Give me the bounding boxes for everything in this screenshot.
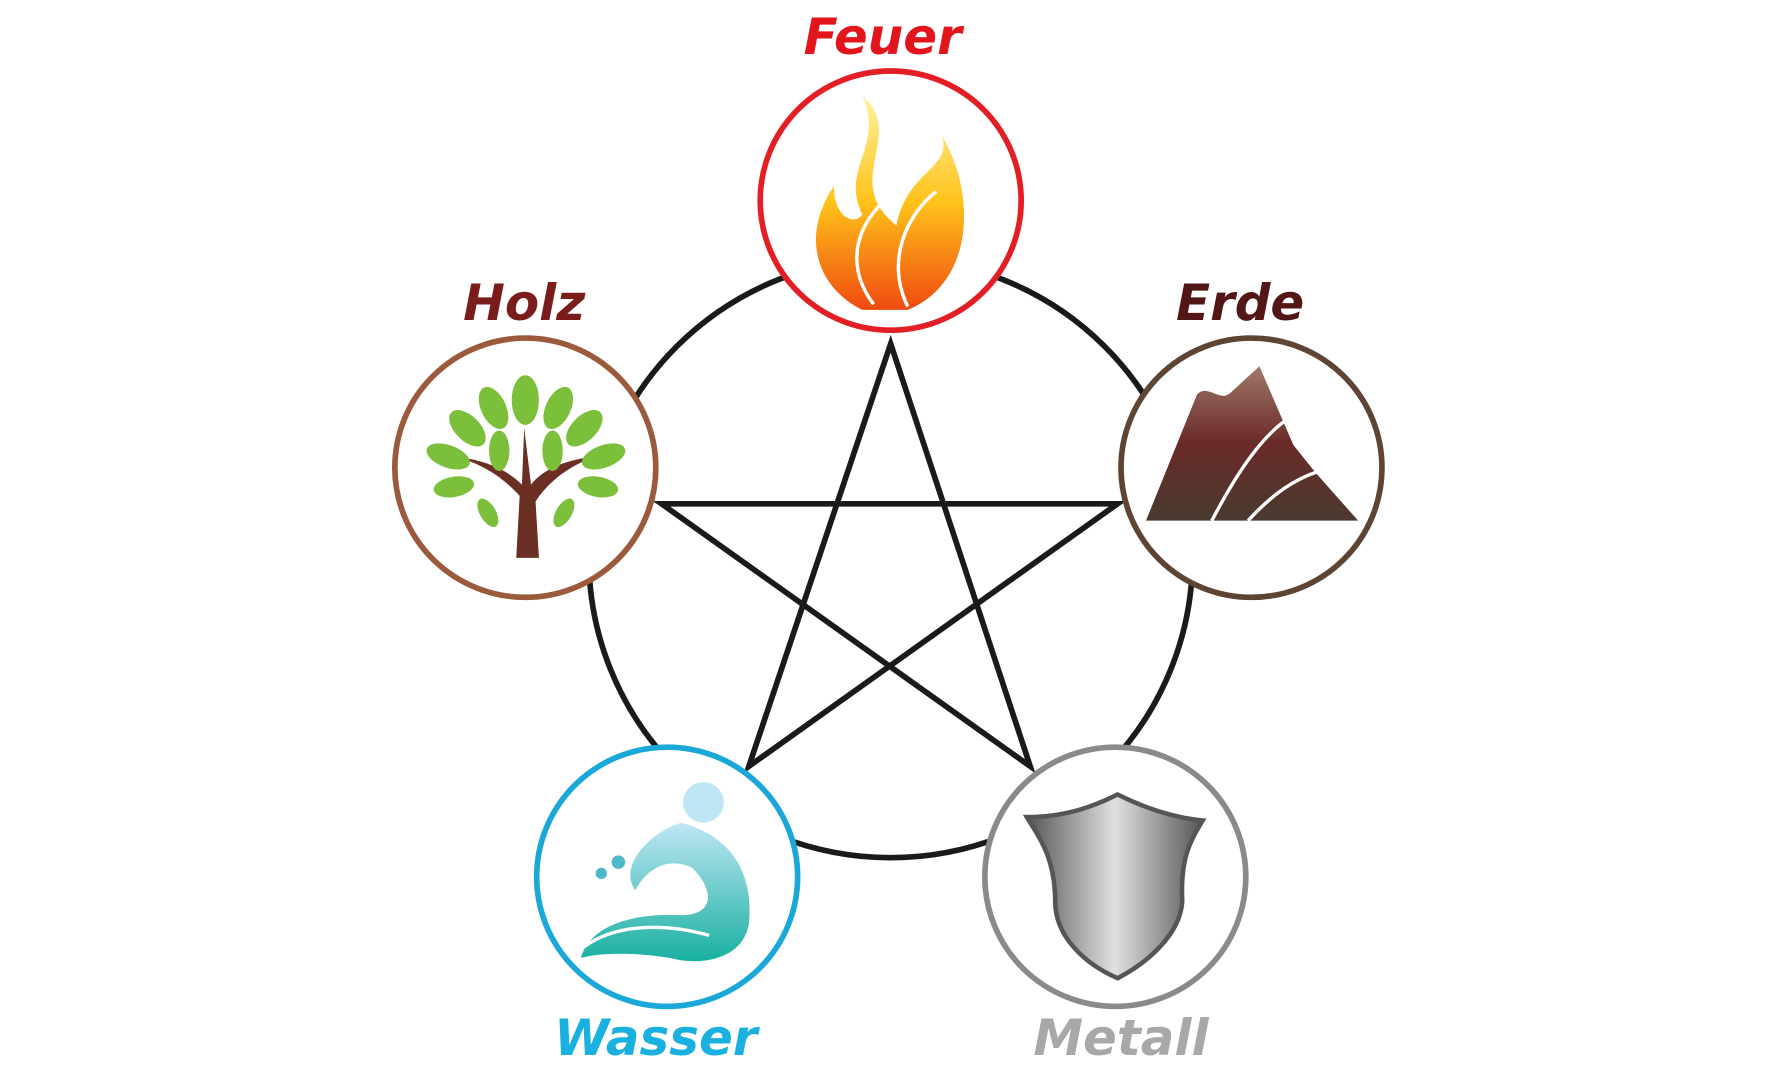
- label-metal: Metall: [1033, 1009, 1209, 1065]
- tree-icon: [426, 375, 626, 558]
- pentagram: [652, 334, 1127, 774]
- shield-icon: [1022, 792, 1207, 981]
- label-water: Wasser: [554, 1009, 761, 1065]
- element-wood: Holz: [392, 274, 659, 601]
- label-earth: Erde: [1176, 274, 1304, 332]
- label-fire: Feuer: [804, 8, 966, 66]
- water-wave-icon: [580, 782, 750, 962]
- element-water: Wasser: [533, 744, 801, 1065]
- element-earth: Erde: [1118, 274, 1385, 601]
- mountain-icon: [1145, 366, 1359, 522]
- element-metal: Metall: [982, 744, 1249, 1065]
- label-wood: Holz: [463, 274, 586, 332]
- flame-icon: [815, 95, 965, 310]
- water-ring: [533, 744, 801, 1010]
- element-fire: Feuer: [757, 8, 1024, 334]
